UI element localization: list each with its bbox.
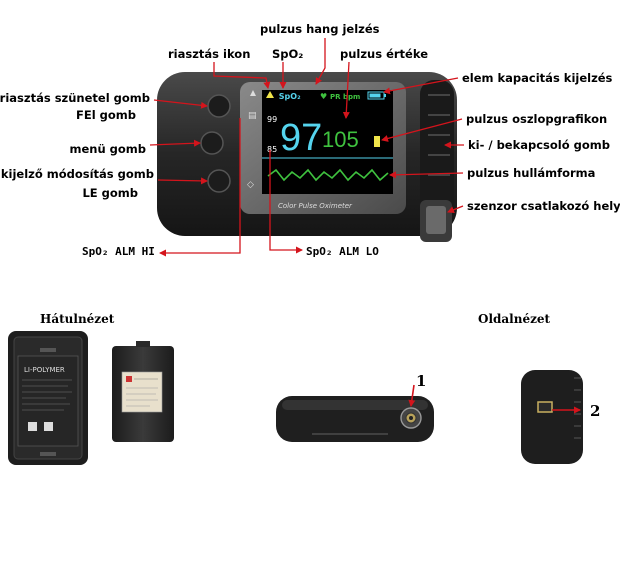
label-down-button: LE gomb [82, 186, 138, 200]
label-alarm-pause-button: riasztás szünetel gomb [0, 91, 150, 105]
alarm-pause-button[interactable] [207, 94, 231, 118]
callout-number-1: 1 [416, 372, 426, 390]
menu-glyph-icon: ▤ [248, 111, 257, 121]
label-pulse-bar: pulzus oszlopgrafikon [466, 112, 607, 126]
arrow-pulse-wave [389, 171, 464, 179]
arrow-pulse-value [342, 61, 350, 119]
bell-icon [266, 91, 274, 98]
device-brand-text: Color Pulse Oximeter [278, 202, 353, 210]
header-back-view: Hátulnézet [40, 312, 115, 326]
callout-arrows [149, 38, 464, 257]
oximeter-front-view: Color Pulse Oximeter ▤ ◇ SpO₂ ♥ PR bpm 9… [157, 72, 457, 242]
arrow-menu [149, 139, 201, 147]
label-sensor-port: szenzor csatlakozó hely [467, 199, 620, 213]
battery-pack-label: LI-POLYMER [24, 366, 65, 374]
label-pulse-sound: pulzus hang jelzés [260, 22, 380, 36]
label-pulse-value: pulzus értéke [340, 47, 428, 61]
label-up-button: FEl gomb [76, 108, 136, 122]
bell-outline-icon [250, 90, 256, 96]
warning-symbol-icon [28, 422, 37, 431]
label-display-mode-button: kijelző módosítás gomb [1, 167, 154, 181]
screen-alm-hi-value: 99 [267, 115, 277, 124]
battery-pack [112, 341, 174, 442]
arrow-display-mode [157, 177, 208, 185]
arrow-sensor-port [447, 205, 464, 214]
display-mode-button[interactable] [207, 169, 231, 193]
arrow-pulse-sound [315, 38, 326, 85]
label-menu-button: menü gomb [69, 142, 146, 156]
arrow-battery [383, 77, 459, 95]
device-side-view-port [521, 370, 583, 464]
display-glyph-icon: ◇ [247, 180, 254, 190]
label-power-button: ki- / bekapcsoló gomb [468, 138, 610, 152]
device-right-grip [420, 80, 454, 226]
side-housing-2 [521, 370, 583, 464]
battery-icon [367, 91, 386, 100]
arrow-pulse-bar [381, 118, 463, 142]
label-spo2: SpO₂ [272, 47, 303, 61]
label-spo2-alm-lo: SpO₂ ALM LO [306, 245, 379, 258]
certification-symbol-icon [44, 422, 53, 431]
pulse-bar-graph [374, 136, 380, 147]
label-battery: elem kapacitás kijelzés [462, 71, 613, 85]
screen-spo2-value: 97 [280, 117, 322, 159]
heart-icon: ♥ [320, 92, 327, 101]
device-back-view: LI-POLYMER [8, 331, 88, 465]
callout-number-2: 2 [590, 402, 600, 420]
usb-port [537, 401, 553, 413]
screen-pulse-value: 105 [322, 127, 359, 152]
label-pulse-wave: pulzus hullámforma [467, 166, 595, 180]
device-side-view-connector [276, 396, 434, 442]
label-spo2-alm-hi: SpO₂ ALM HI [82, 245, 155, 258]
screen-pr-unit: PR bpm [330, 93, 360, 101]
arrow-alarm-icon [213, 62, 271, 89]
screen-spo2-label: SpO₂ [276, 92, 301, 101]
pulse-waveform [267, 168, 389, 182]
screen-alm-lo-value: 85 [267, 145, 277, 154]
lcd-screen [262, 90, 393, 194]
bezel-icons: ▤ ◇ [247, 90, 257, 190]
arrow-callout-1 [408, 384, 416, 407]
arrow-alarm-pause [153, 99, 208, 109]
menu-button[interactable] [200, 131, 224, 155]
label-alarm-icon: riasztás ikon [168, 47, 250, 61]
header-side-view: Oldalnézet [478, 312, 551, 326]
arrow-spo2-alm-lo [269, 150, 303, 254]
arrow-spo2-alm-hi [159, 118, 241, 257]
